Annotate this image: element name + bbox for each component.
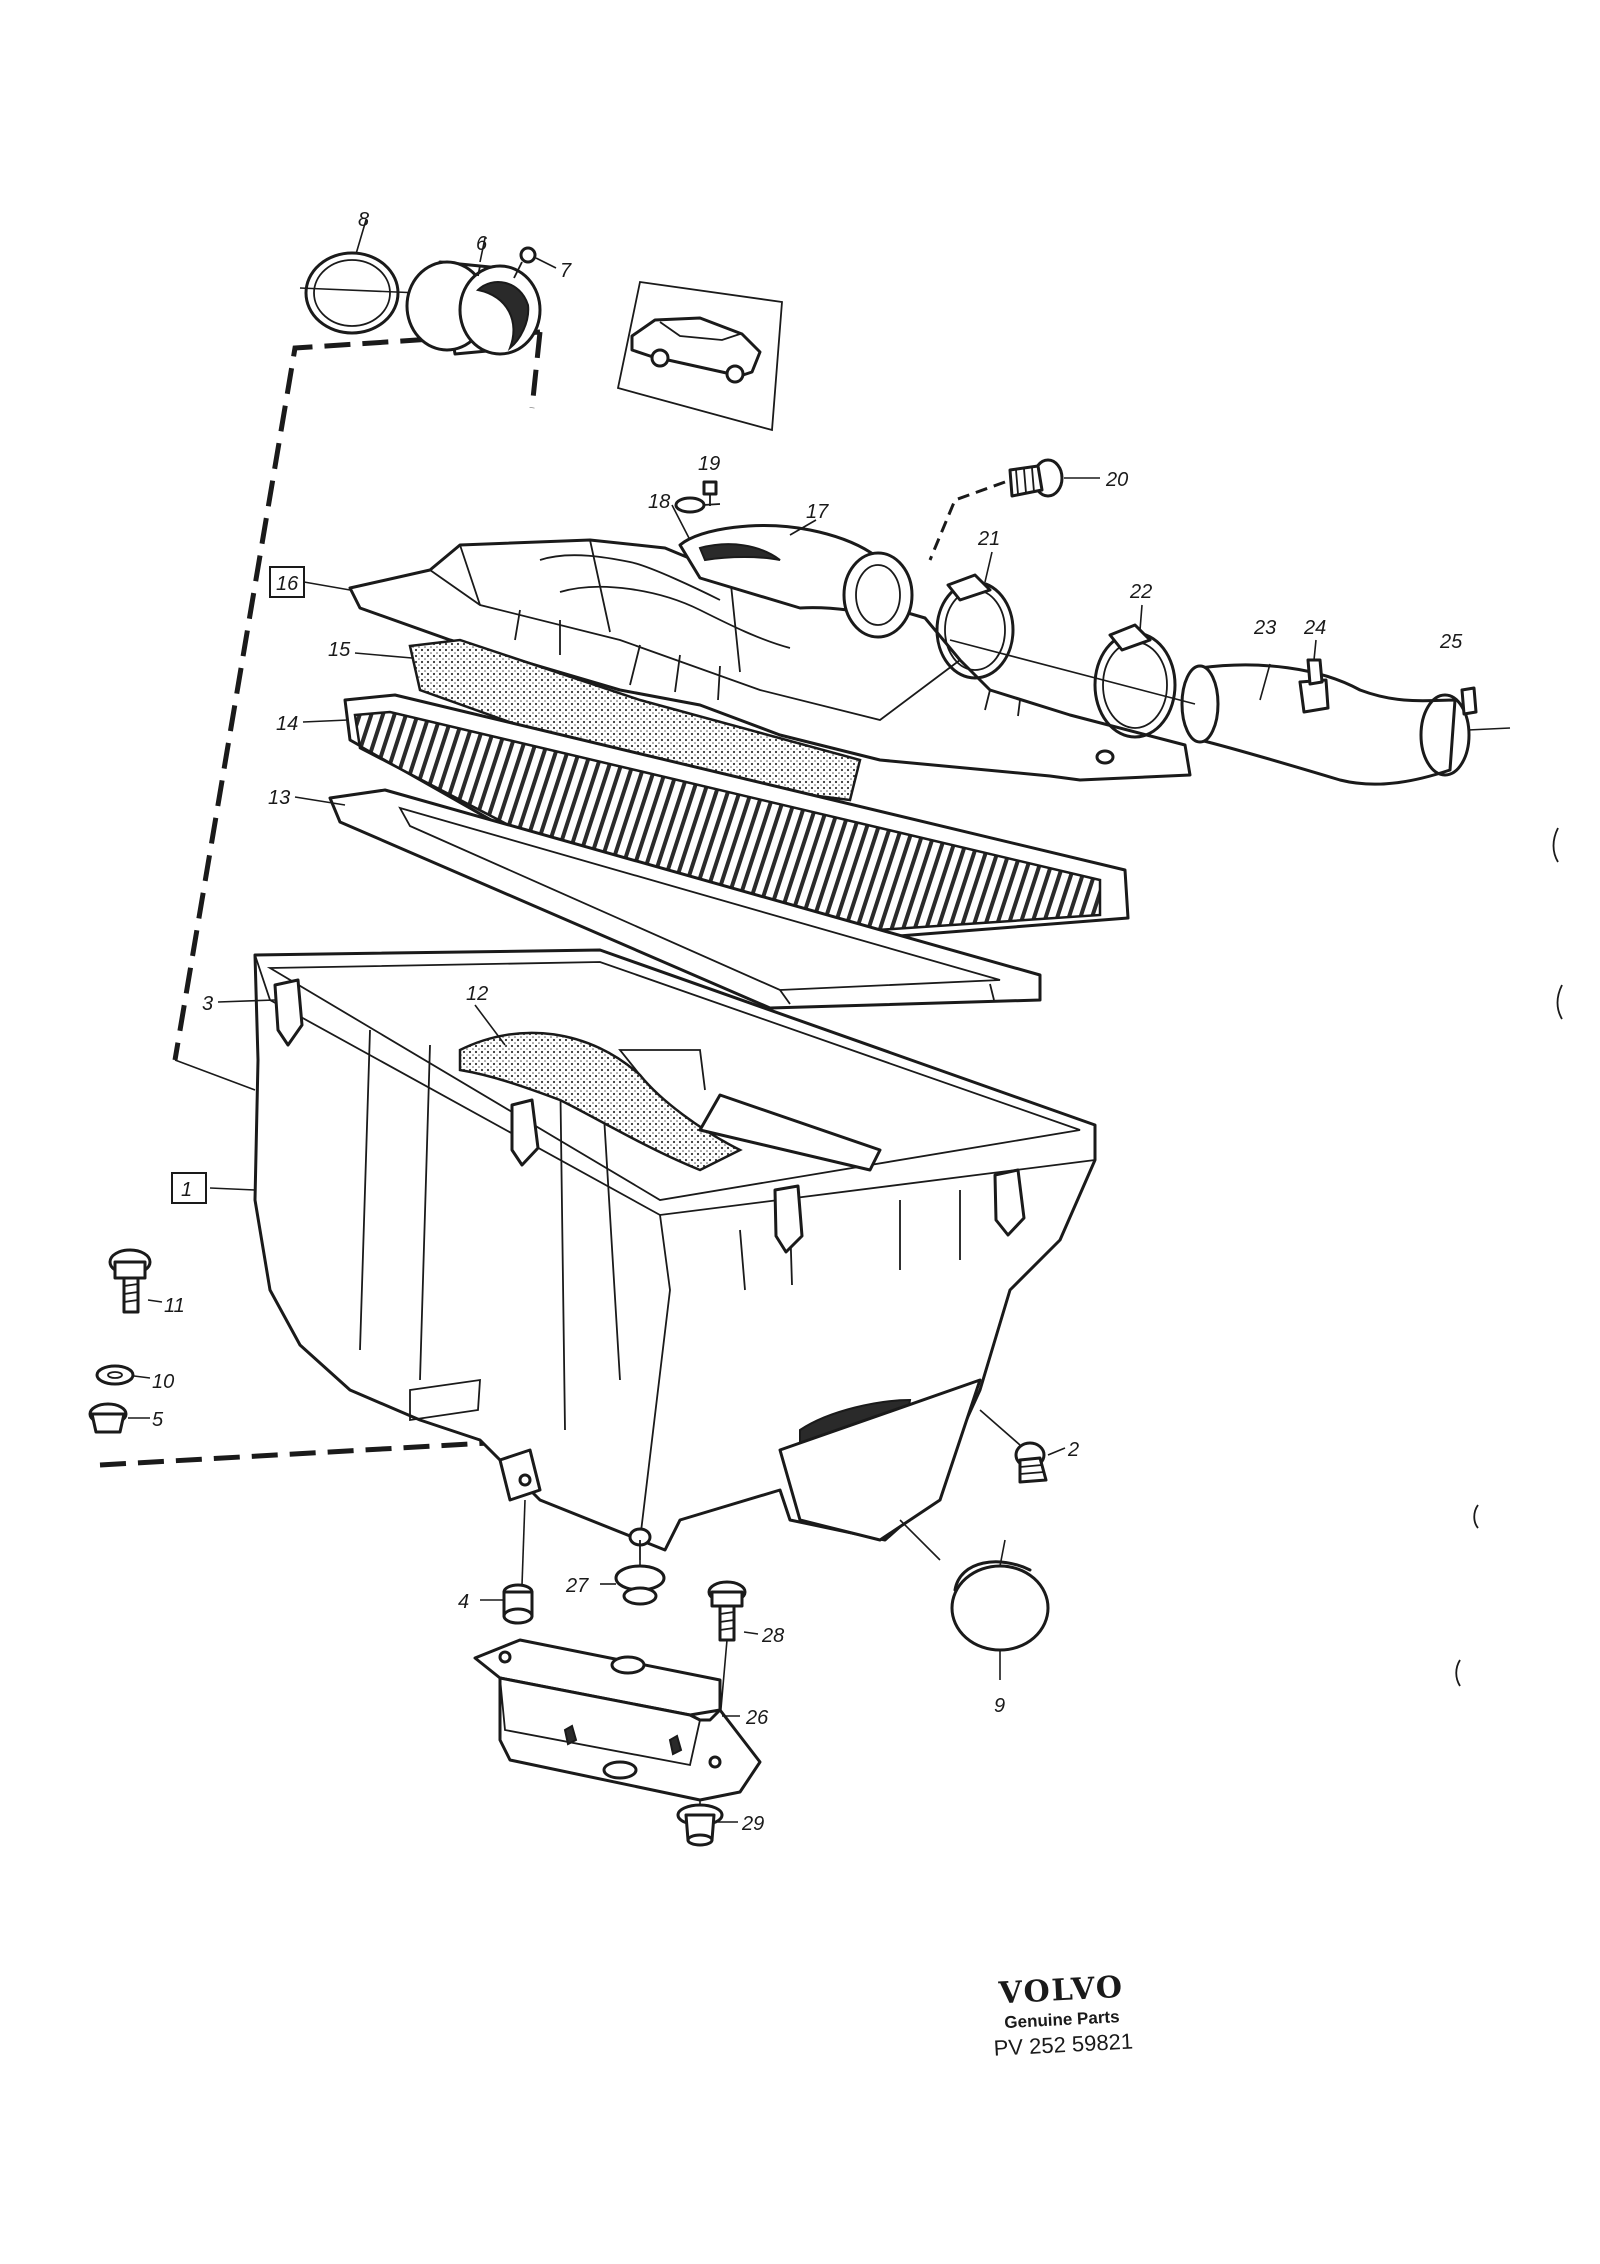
callout-7: 7	[560, 260, 572, 282]
callout-8: 8	[358, 209, 369, 231]
part-26-bracket	[473, 1638, 762, 1802]
callout-18: 18	[648, 491, 670, 513]
callout-21: 21	[977, 528, 1000, 550]
callout-17: 17	[806, 501, 829, 523]
part-8-ring-seal	[299, 251, 421, 335]
part-3-latch	[217, 978, 1026, 1254]
callout-14: 14	[276, 713, 298, 735]
callout-10: 10	[152, 1371, 174, 1393]
scan-marks	[1455, 827, 1563, 1687]
callout-labels: 1 2 3 4 5 6 7 8 9 10 11 12 13 14 15 16 1…	[152, 209, 1463, 1835]
part-6-intake-tube	[405, 260, 542, 356]
part-24-nipple	[1298, 639, 1330, 714]
callout-20: 20	[1105, 469, 1128, 491]
part-17-duct	[678, 524, 914, 639]
part-1-leader	[174, 1059, 256, 1191]
callout-15: 15	[328, 639, 351, 661]
callout-19: 19	[698, 453, 720, 475]
callout-12: 12	[466, 983, 488, 1005]
callout-23: 23	[1253, 617, 1276, 639]
part-13-filter-frame	[328, 788, 1042, 1010]
callout-22: 22	[1129, 581, 1152, 603]
callout-26: 26	[745, 1707, 769, 1729]
part-25-clamp	[1419, 686, 1511, 777]
callout-13: 13	[268, 787, 290, 809]
part-27-grommet	[600, 1560, 666, 1606]
part-5-grommet	[88, 1402, 150, 1434]
callout-6: 6	[476, 233, 488, 255]
part-29-nut	[676, 1800, 738, 1847]
callout-2: 2	[1067, 1439, 1079, 1461]
callout-9: 9	[994, 1695, 1005, 1717]
callout-28: 28	[761, 1625, 784, 1647]
callout-11: 11	[164, 1295, 185, 1317]
callout-leaders	[294, 219, 1006, 1567]
part-15-foam-pad	[408, 638, 862, 802]
part-9-cap	[899, 1519, 1050, 1680]
callout-5: 5	[152, 1409, 164, 1431]
part-7-screw	[513, 246, 557, 279]
part-22-clamp	[1093, 604, 1177, 739]
boxed-callout-frames	[171, 566, 351, 1204]
part-11-bolt	[108, 1248, 163, 1314]
part-10-washer	[95, 1364, 151, 1386]
part-20-bolt	[928, 458, 1100, 561]
car-thumbnail	[616, 280, 783, 432]
callout-16: 16	[276, 573, 299, 595]
callout-29: 29	[741, 1813, 764, 1835]
callout-27: 27	[565, 1575, 589, 1597]
part-12-box-housing	[253, 948, 1097, 1560]
part-23-hose	[949, 639, 1457, 786]
callout-25: 25	[1439, 631, 1463, 653]
brand-block: VOLVO Genuine Parts PV 252 59821	[968, 1965, 1212, 2062]
callout-24: 24	[1303, 617, 1326, 639]
part-4-spacer	[480, 1499, 534, 1625]
callout-1: 1	[181, 1179, 192, 1201]
part-19-fastener	[702, 480, 718, 506]
part-21-clamp	[935, 551, 1015, 680]
part-18-fastener	[671, 496, 721, 541]
part-2-plug	[979, 1409, 1066, 1484]
callout-4: 4	[458, 1591, 469, 1613]
callout-3: 3	[202, 993, 213, 1015]
